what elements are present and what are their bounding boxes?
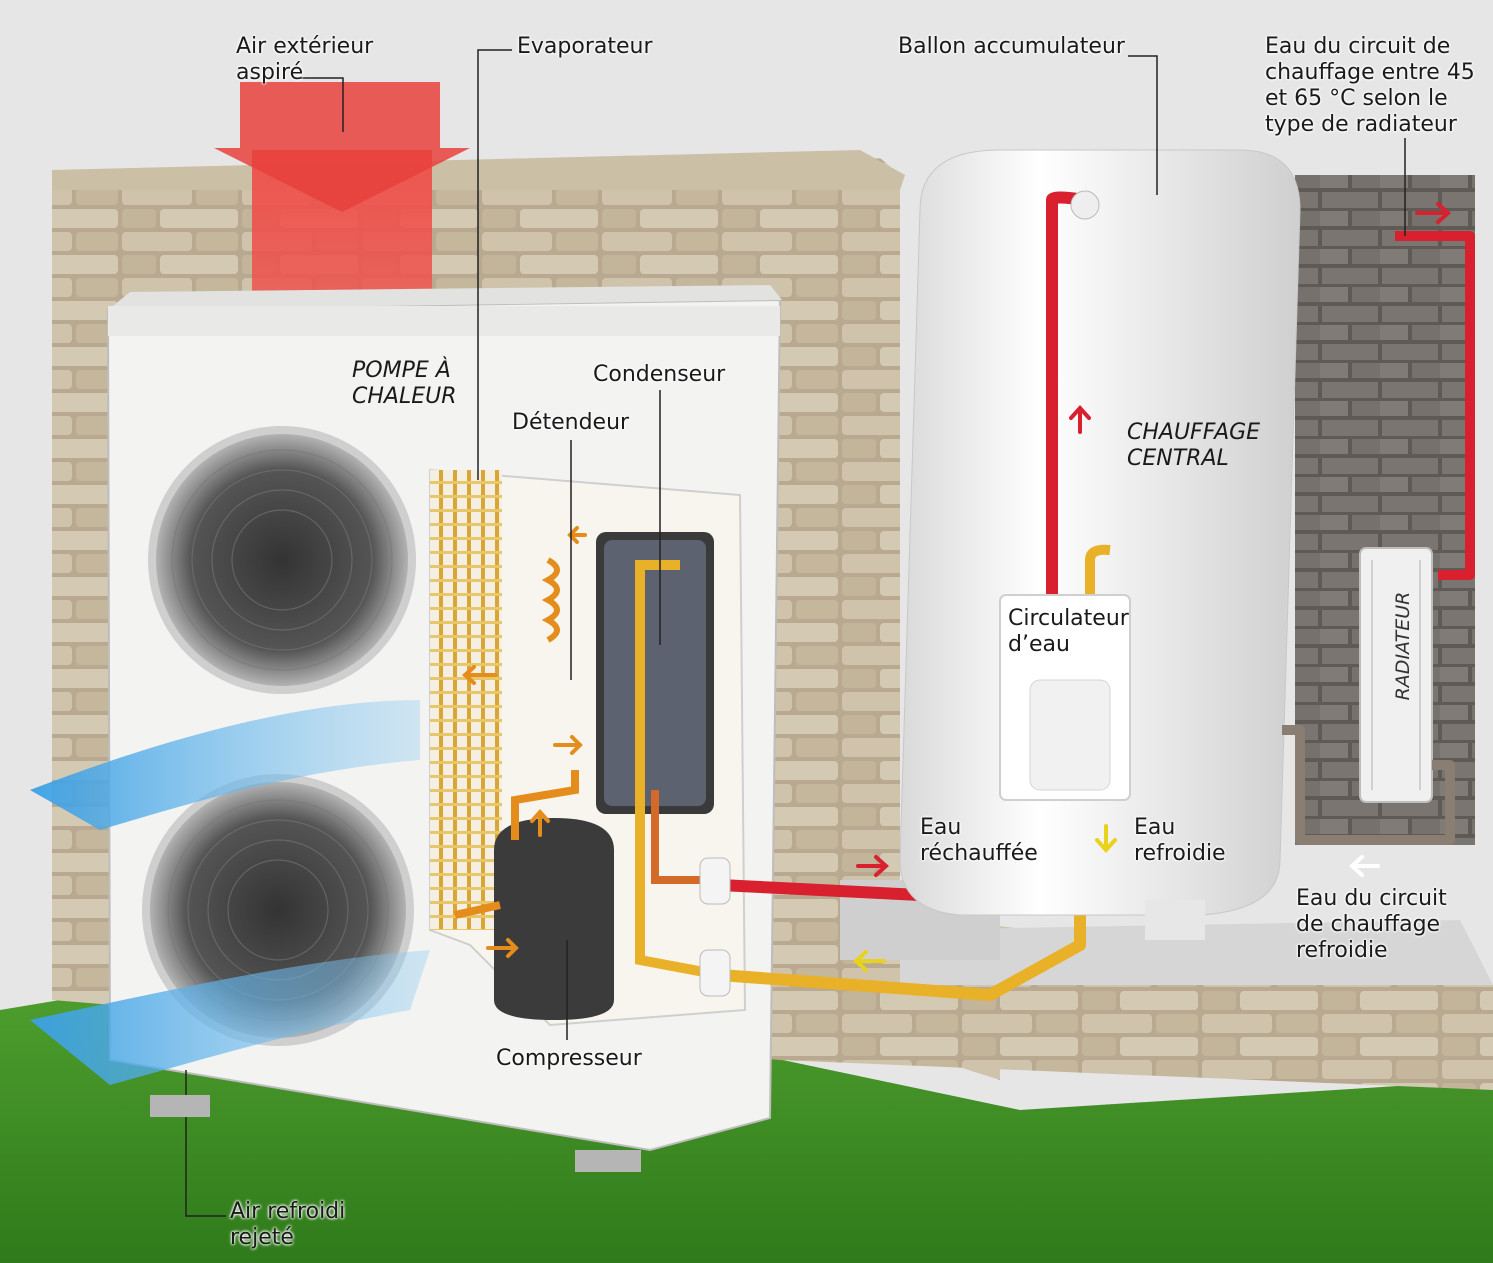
leader-lines xyxy=(185,49,1406,1217)
label-condenseur: Condenseur xyxy=(593,362,726,387)
label-eau-rechauffee: Eau réchauffée xyxy=(920,815,1038,866)
label-eau-circuit-refroidie: Eau du circuit de chauffage refroidie xyxy=(1296,886,1447,963)
warm-air-arrow xyxy=(214,82,470,212)
label-circulateur-eau: Circulateur d’eau xyxy=(1008,606,1129,657)
compressor xyxy=(494,818,614,1020)
radiator-hot-pipe xyxy=(1395,231,1475,580)
fan-top xyxy=(148,426,416,694)
label-compresseur: Compresseur xyxy=(496,1046,642,1071)
label-ballon-accumulateur: Ballon accumulateur xyxy=(898,34,1125,59)
cold-air-flow-top xyxy=(30,700,420,830)
cold-air-flow-bottom xyxy=(30,950,430,1085)
label-air-exterieur: Air extérieur aspiré xyxy=(236,34,374,85)
flow-arrows xyxy=(461,202,1451,972)
label-eau-circuit-chauffage: Eau du circuit de chauffage entre 45 et … xyxy=(1265,34,1475,137)
radiator xyxy=(1359,547,1433,803)
label-air-refroidi: Air refroidi rejeté xyxy=(230,1199,346,1250)
label-detendeur: Détendeur xyxy=(512,410,630,435)
expansion-valve xyxy=(541,557,560,643)
label-radiateur: RADIATEUR xyxy=(1392,591,1414,701)
evaporator-grill xyxy=(430,470,502,930)
label-evaporateur: Evaporateur xyxy=(517,34,653,59)
label-eau-refroidie: Eau refroidie xyxy=(1134,815,1226,866)
radiator-return-pipe xyxy=(1282,725,1455,845)
label-pompe-a-chaleur: POMPE À CHALEUR xyxy=(352,358,457,409)
label-chauffage-central: CHAUFFAGE CENTRAL xyxy=(1127,420,1261,471)
